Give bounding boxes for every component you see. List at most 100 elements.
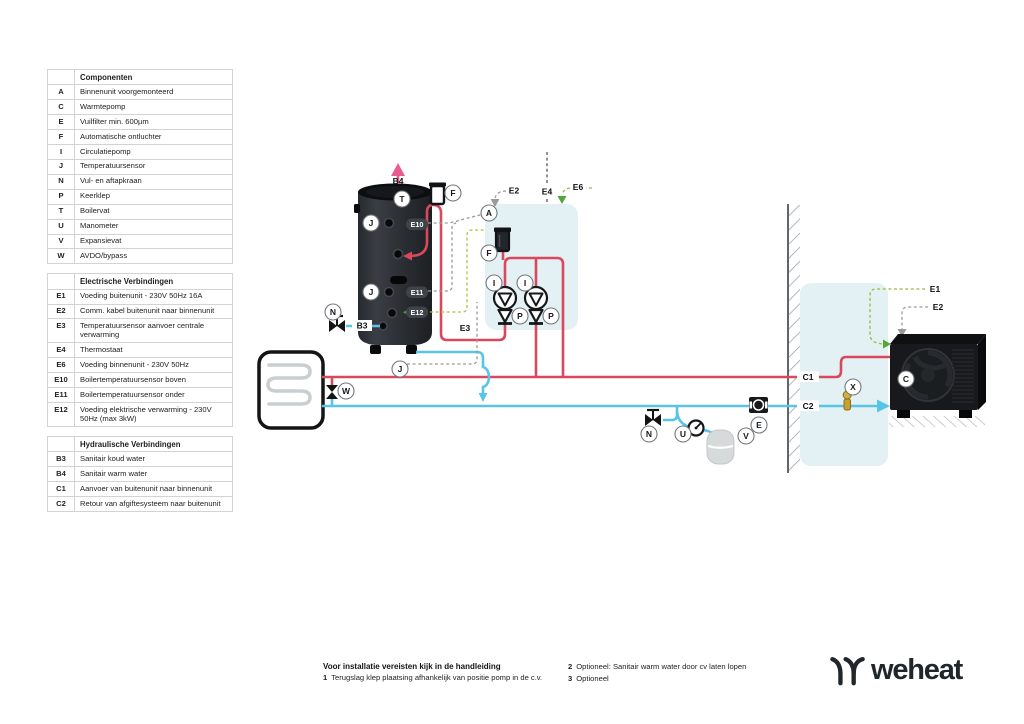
svg-text:N: N (646, 429, 652, 439)
e1-arrow (883, 339, 891, 349)
label-valve-p-right: P (542, 307, 560, 325)
badge-e11: E11 (406, 286, 428, 298)
svg-text:I: I (493, 278, 495, 288)
label-tank-t: T (393, 190, 411, 208)
badge-e10: E10 (406, 218, 428, 230)
label-filter-e: E (750, 416, 768, 434)
legend-header-row: Componenten (47, 68, 233, 86)
power-wire-e12 (430, 229, 484, 313)
svg-text:E6: E6 (573, 182, 584, 192)
svg-text:X: X (850, 382, 856, 392)
label-vessel-v: V (737, 427, 755, 445)
ground-hatch (889, 416, 985, 427)
svg-text:N: N (330, 307, 336, 317)
footnotes-left: Voor installatie vereisten kijk in de ha… (323, 661, 573, 684)
label-pump-i-left: I (485, 274, 503, 292)
svg-text:E4: E4 (542, 187, 553, 197)
svg-text:E11: E11 (411, 288, 424, 297)
label-vent-f-indoor: F (480, 244, 498, 262)
svg-text:T: T (399, 194, 405, 204)
label-sensor-j-top: J (362, 214, 380, 232)
badge-e12: E12 (406, 306, 428, 318)
svg-text:C: C (903, 374, 909, 384)
check-valve-icon (497, 308, 513, 325)
air-vent-tank-icon (429, 182, 446, 206)
svg-text:E10: E10 (411, 220, 424, 229)
air-vent-indoor-icon (494, 227, 511, 253)
vent-slats (952, 349, 974, 403)
svg-text:B4: B4 (393, 176, 404, 186)
svg-text:B3: B3 (357, 321, 368, 331)
svg-text:E: E (756, 420, 762, 430)
svg-text:W: W (342, 386, 351, 396)
e2-arrow-outdoor (897, 329, 907, 337)
label-valve-n-bottom: N (640, 425, 658, 443)
connection-labels: B4 B3 C1 C2 E1 E2 E2 E4 E6 E3 (352, 176, 943, 411)
power-wire-e6 (561, 187, 592, 196)
svg-text:J: J (369, 218, 374, 228)
svg-text:U: U (680, 429, 686, 439)
outdoor-zone (800, 283, 888, 466)
tank-port (378, 321, 388, 331)
sensor-wire-e10 (428, 213, 485, 224)
dirt-filter-icon (749, 397, 768, 413)
svg-text:P: P (548, 311, 554, 321)
label-heatpump-c: C (897, 370, 915, 388)
flow-arrow-down (478, 393, 488, 402)
svg-text:E3: E3 (460, 323, 471, 333)
legend-header-row: Hydraulische Verbindingen (47, 435, 233, 453)
notes-title: Voor installatie vereisten kijk in de ha… (323, 662, 501, 671)
power-wire-e1 (869, 288, 925, 345)
svg-text:P: P (517, 311, 523, 321)
svg-text:V: V (743, 431, 749, 441)
weheat-logo-icon (830, 656, 865, 686)
wall (787, 204, 800, 473)
label-sensor-j-supply: J (391, 360, 409, 378)
boiler-tank (354, 183, 432, 354)
b4-arrow-up (391, 163, 405, 176)
svg-text:E2: E2 (933, 302, 944, 312)
fill-drain-valve-icon (645, 408, 661, 426)
check-valve-icon (528, 308, 544, 325)
svg-text:E12: E12 (411, 308, 424, 317)
svg-text:C2: C2 (803, 401, 814, 411)
bypass-valve-icon (326, 385, 338, 399)
svg-text:E1: E1 (930, 284, 941, 294)
label-valve-n-tank: N (324, 303, 342, 321)
svg-text:A: A (486, 208, 492, 218)
svg-text:J: J (398, 364, 403, 374)
svg-text:F: F (486, 248, 491, 258)
brand-logo: weheat (830, 653, 963, 687)
label-valve-p-left: P (511, 307, 529, 325)
label-indoor-unit-a: A (480, 204, 498, 222)
tank-port (383, 217, 395, 229)
svg-text:C1: C1 (803, 372, 814, 382)
tank-port (383, 286, 395, 298)
svg-text:F: F (450, 188, 455, 198)
e2-arrow-indoor (490, 199, 500, 207)
expansion-vessel-icon (706, 429, 735, 465)
dhw-outlet (391, 163, 405, 184)
legend-header-row: Electrische Verbindingen (47, 273, 233, 290)
tank-port (386, 307, 398, 319)
flow-arrow-into-tank (403, 251, 412, 261)
tank-port (392, 248, 404, 260)
label-valve-x: X (844, 378, 862, 396)
